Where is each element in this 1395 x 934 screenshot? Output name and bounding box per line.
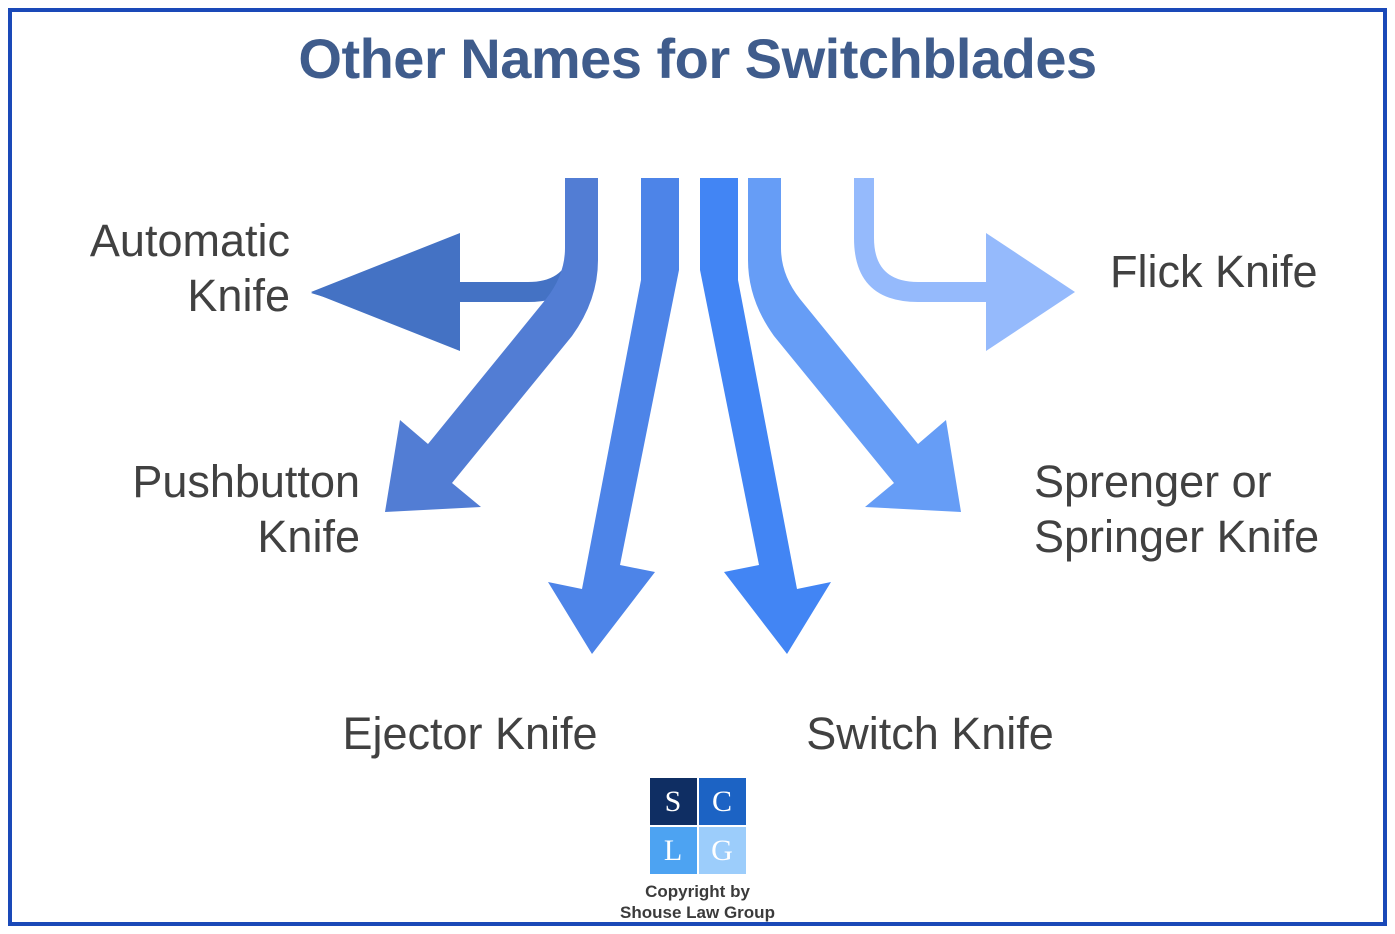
shouse-law-group-logo: S C L G (649, 778, 746, 874)
label-pushbutton-knife: Pushbutton Knife (132, 456, 360, 562)
label-sprenger-knife: Sprenger or Springer Knife (1034, 456, 1320, 562)
label-automatic-knife: Automatic Knife (89, 215, 290, 321)
label-switch-knife: Switch Knife (806, 708, 1054, 759)
logo-cell-c: C (698, 778, 746, 825)
page-title: Other Names for Switchblades (298, 27, 1097, 90)
label-ejector-knife: Ejector Knife (342, 708, 598, 759)
logo-cell-l: L (649, 827, 697, 874)
arrow-flick-knife (826, 178, 1075, 351)
arrow-ejector-knife (548, 178, 679, 654)
arrow-sprenger-knife (748, 178, 961, 512)
copyright-text: Copyright by Shouse Law Group (620, 882, 775, 923)
arrow-pushbutton-knife (385, 178, 598, 512)
logo-block: S C L G Copyright by Shouse Law Group (0, 778, 1395, 924)
logo-cell-s: S (649, 778, 697, 825)
logo-cell-g: G (698, 827, 746, 874)
label-flick-knife: Flick Knife (1110, 246, 1318, 297)
arrow-automatic-knife-body (311, 178, 592, 351)
arrow-switch-knife (700, 178, 831, 654)
